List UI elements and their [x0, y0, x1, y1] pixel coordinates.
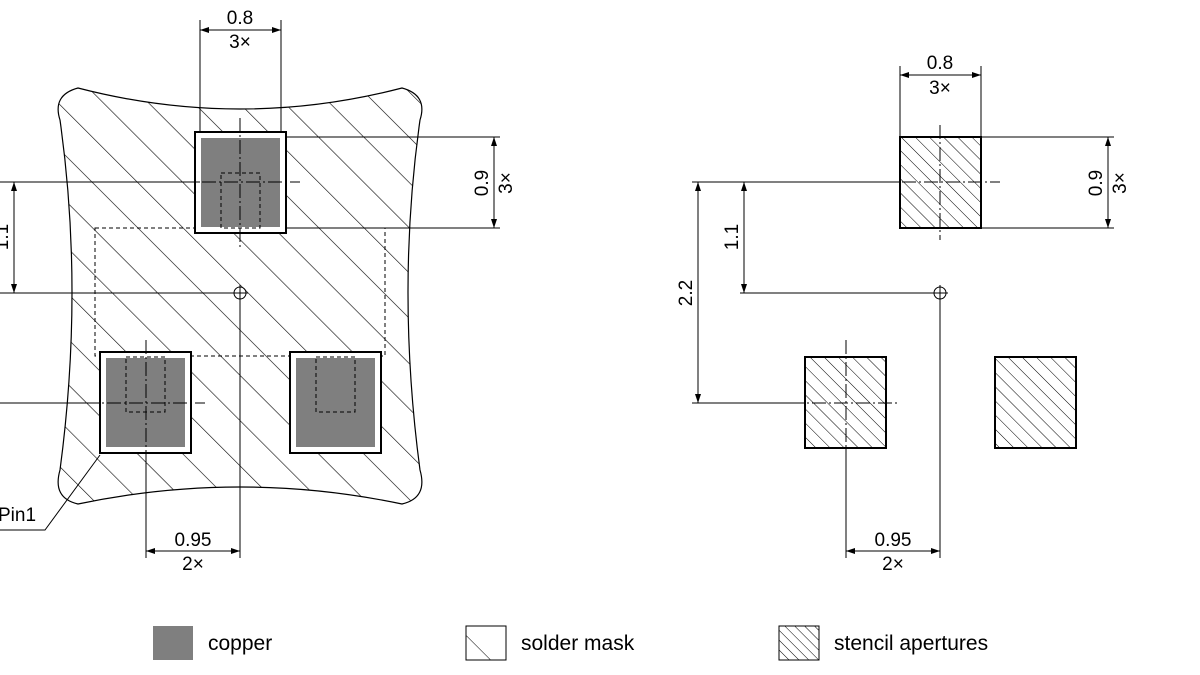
- right-pad-width-count: 3×: [929, 78, 951, 99]
- right-pitch-count: 2×: [882, 554, 904, 575]
- copper-swatch: [153, 626, 193, 660]
- origin-marker-right: [932, 285, 948, 301]
- origin-marker: [232, 285, 248, 301]
- legend: copper solder mask stencil apertures: [153, 625, 988, 661]
- left-pad-height-count: 3×: [496, 172, 517, 194]
- left-view: 0.8 3× 0.9 3× 1.1 0.95 2× Pin1: [0, 8, 517, 575]
- legend-item-solder-mask: solder mask: [465, 625, 635, 661]
- legend-solder-mask-label: solder mask: [521, 632, 635, 655]
- right-pad-height-count: 3×: [1110, 172, 1131, 194]
- legend-copper-label: copper: [208, 632, 272, 655]
- stencil-swatch: [778, 625, 820, 661]
- legend-item-copper: copper: [153, 626, 272, 660]
- legend-stencil-label: stencil apertures: [834, 632, 988, 655]
- stencil-bottom-right: [994, 356, 1077, 449]
- solder-mask-swatch: [465, 625, 507, 661]
- left-pad-height-label: 0.9: [472, 170, 493, 196]
- legend-item-stencil: stencil apertures: [778, 625, 988, 661]
- right-row-spacing-label: 2.2: [676, 280, 697, 306]
- right-pad-width-label: 0.8: [927, 53, 953, 74]
- left-pad-width-label: 0.8: [227, 8, 253, 29]
- left-pitch-count: 2×: [182, 554, 204, 575]
- pin1-leader: [0, 454, 101, 531]
- copper-bottom-right: [294, 356, 377, 449]
- left-pad-width-count: 3×: [229, 32, 251, 53]
- pin1-label: Pin1: [0, 505, 36, 526]
- left-offset-label: 1.1: [0, 224, 13, 250]
- pad-bottom-right: [289, 351, 382, 454]
- left-pitch-label: 0.95: [175, 530, 212, 551]
- right-pitch-label: 0.95: [875, 530, 912, 551]
- right-pad-height-label: 0.9: [1086, 170, 1107, 196]
- right-view: 0.8 3× 0.9 3× 1.1 2.2 0.95 2×: [676, 53, 1131, 575]
- right-offset-label: 1.1: [722, 224, 743, 250]
